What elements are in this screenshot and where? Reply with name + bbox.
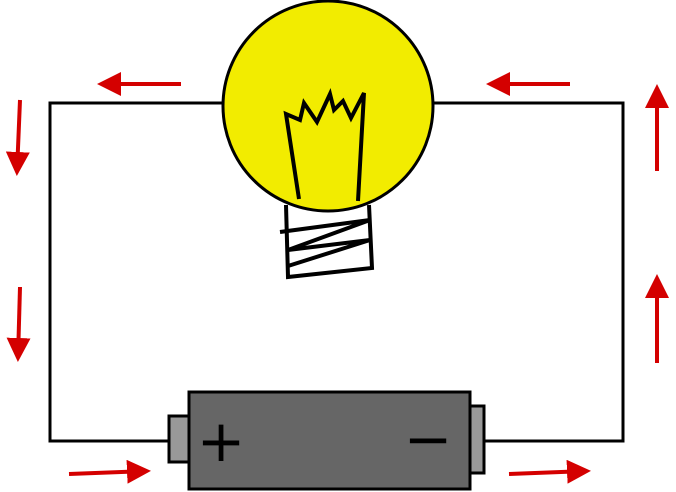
left-wire <box>48 101 225 443</box>
bulb-screw-base <box>279 204 375 280</box>
battery-plus-label: + <box>197 407 246 475</box>
right-wire <box>432 101 625 443</box>
circuit-wires <box>48 101 625 443</box>
arrow-icon <box>508 459 591 484</box>
battery-positive-terminal <box>167 414 191 464</box>
arrow-icon <box>6 286 31 362</box>
battery-icon: + − <box>167 390 486 491</box>
bulb-filament <box>283 88 366 202</box>
battery-negative-terminal <box>468 404 486 475</box>
light-bulb-icon <box>221 0 435 280</box>
arrow-icon <box>5 99 30 176</box>
bulb-glass <box>221 0 435 213</box>
battery-body <box>187 390 472 491</box>
battery-minus-label: − <box>404 405 453 473</box>
arrow-icon <box>68 459 151 484</box>
current-arrows <box>5 72 669 484</box>
